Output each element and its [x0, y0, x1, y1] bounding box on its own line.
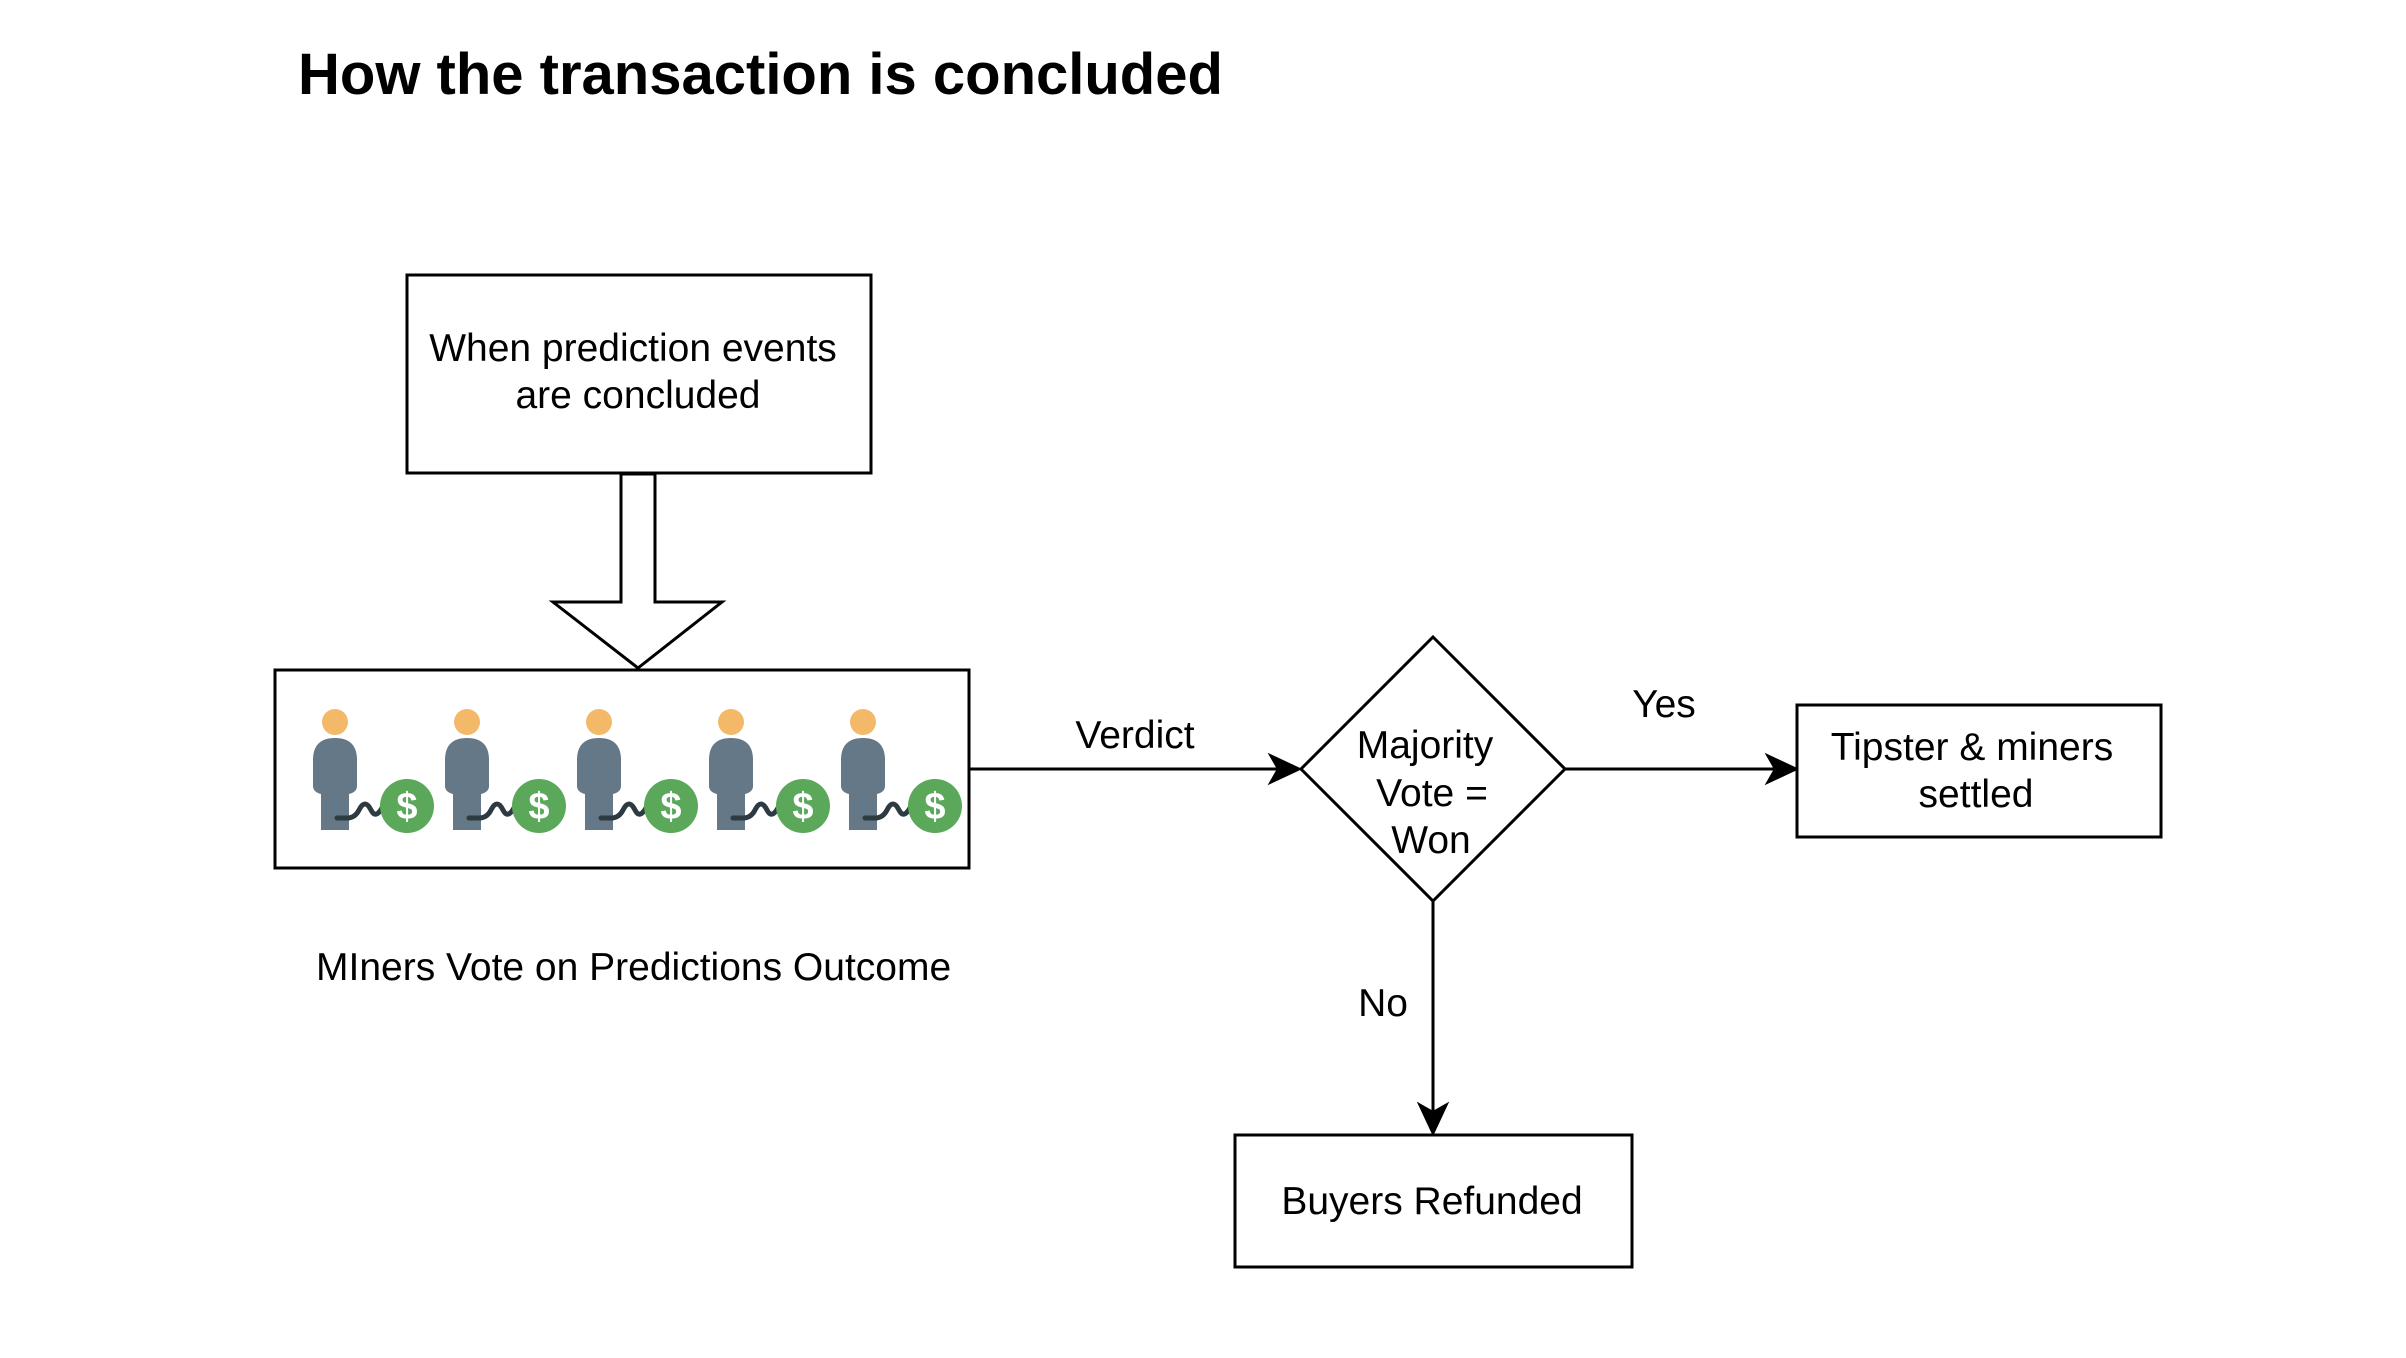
miner-with-money-bag-icon: $: [313, 709, 434, 833]
miners-icon-row: $ $ $ $ $: [313, 709, 962, 833]
refunded-node: Buyers Refunded: [1233, 1133, 1634, 1269]
no-label: No: [1358, 982, 1408, 1025]
decision-line-3: Won: [1391, 819, 1471, 862]
settled-line-2: settled: [1919, 773, 2034, 816]
yes-edge: [1565, 752, 1800, 786]
start-node-line-1: When prediction events: [429, 327, 837, 370]
dollar-icon: $: [660, 786, 681, 828]
miners-caption: MIners Vote on Predictions Outcome: [316, 946, 951, 989]
yes-label: Yes: [1632, 683, 1696, 726]
dollar-icon: $: [924, 786, 945, 828]
settled-line-1: Tipster & miners: [1831, 726, 2113, 769]
dollar-icon: $: [528, 786, 549, 828]
miner-with-money-bag-icon: $: [841, 709, 962, 833]
start-node-line-2: are concluded: [515, 374, 760, 417]
verdict-label: Verdict: [1075, 714, 1194, 757]
refunded-line-1: Buyers Refunded: [1281, 1180, 1582, 1223]
decision-line-1: Majority: [1357, 724, 1494, 767]
decision-node: Majority Vote = Won: [1298, 634, 1568, 904]
verdict-edge: [969, 752, 1303, 786]
settled-node: Tipster & miners settled: [1795, 703, 2163, 839]
dollar-icon: $: [396, 786, 417, 828]
hollow-down-arrow: [548, 472, 727, 670]
start-node: When prediction events are concluded: [405, 273, 873, 475]
dollar-icon: $: [792, 786, 813, 828]
miner-with-money-bag-icon: $: [709, 709, 830, 833]
miner-with-money-bag-icon: $: [577, 709, 698, 833]
miner-with-money-bag-icon: $: [445, 709, 566, 833]
diagram-title: How the transaction is concluded: [298, 42, 1223, 107]
miners-node: $ $ $ $ $: [273, 668, 971, 870]
decision-line-2: Vote =: [1376, 772, 1488, 815]
no-edge: [1416, 901, 1450, 1137]
